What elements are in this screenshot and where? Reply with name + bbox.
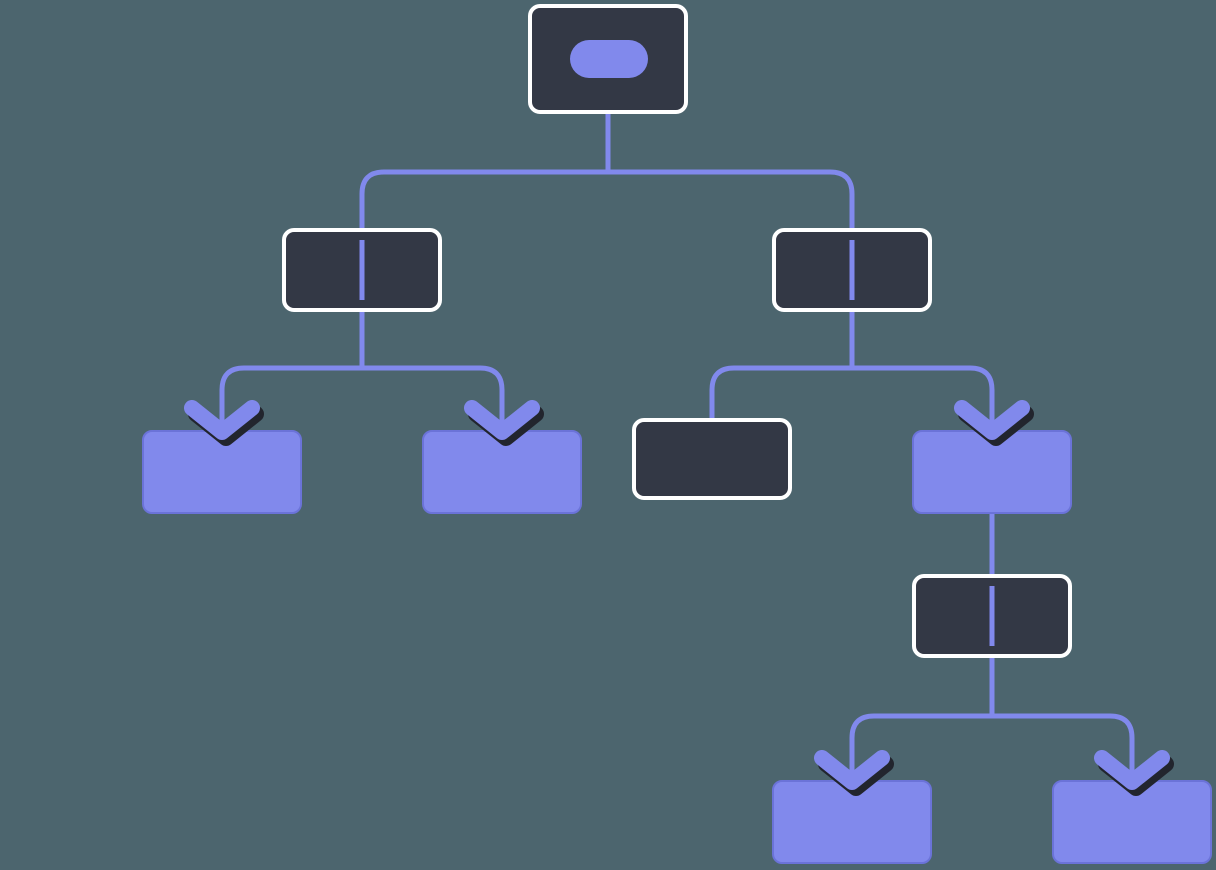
- tree-node[interactable]: [282, 228, 442, 312]
- tree-node[interactable]: [772, 228, 932, 312]
- tree-node[interactable]: [912, 430, 1072, 514]
- tree-node[interactable]: [1052, 780, 1212, 864]
- tree-node[interactable]: [912, 574, 1072, 658]
- root-node-pill: [570, 40, 648, 78]
- tree-node[interactable]: [528, 4, 688, 114]
- tree-node[interactable]: [422, 430, 582, 514]
- tree-node[interactable]: [772, 780, 932, 864]
- tree-node[interactable]: [632, 418, 792, 500]
- tree-node[interactable]: [142, 430, 302, 514]
